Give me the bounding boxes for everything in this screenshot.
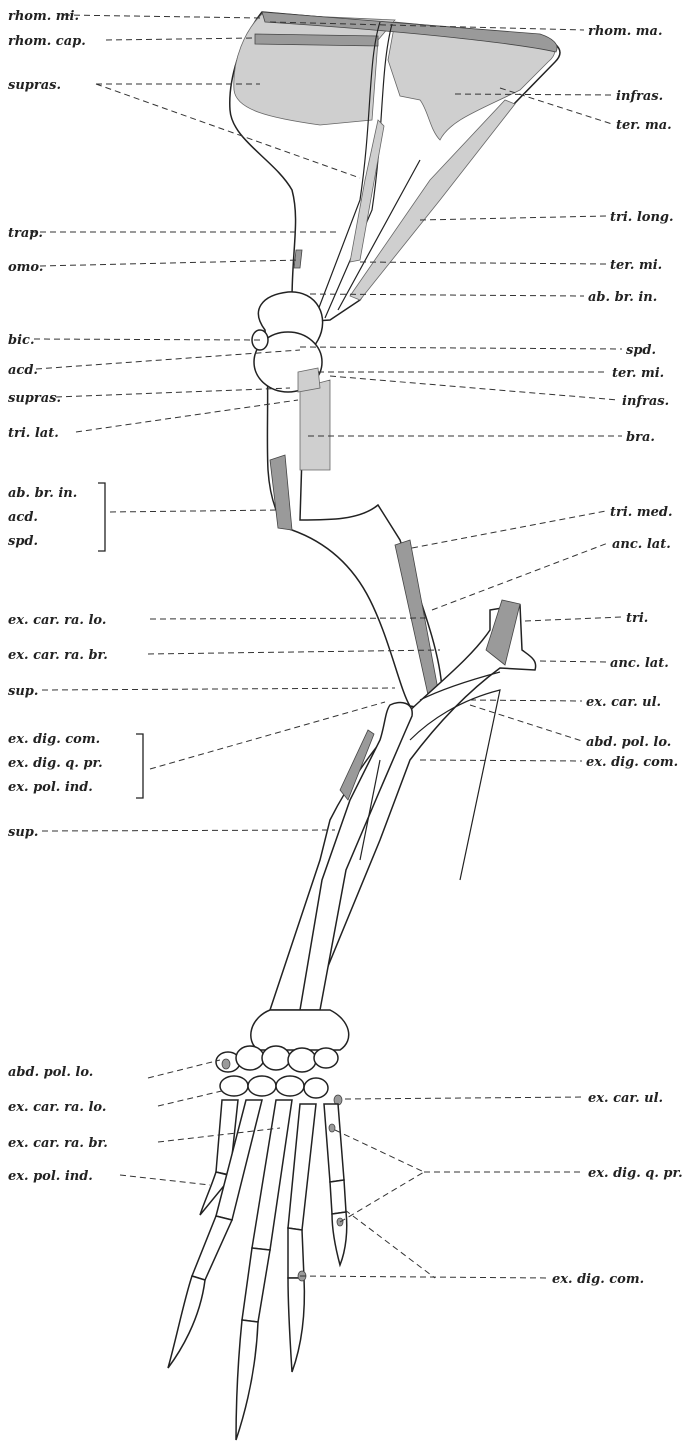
label-rhom-cap: rhom. cap.	[8, 34, 86, 49]
label-ter-ma: ter. ma.	[616, 118, 672, 133]
label-ex-dig-com: ex. dig. com.	[586, 755, 678, 770]
label-rhom-mi: rhom. mi.	[8, 9, 79, 24]
label-ex-car-ra-lo-2: ex. car. ra. lo.	[8, 1100, 106, 1115]
label-ex-car-ra-br-2: ex. car. ra. br.	[8, 1136, 108, 1151]
label-ex-car-ul-2: ex. car. ul.	[588, 1091, 663, 1106]
label-anc-lat: anc. lat.	[612, 537, 671, 552]
bracket-1	[98, 483, 105, 551]
label-group2-ex-pol-ind: ex. pol. ind.	[8, 780, 93, 795]
digit-4	[288, 1104, 316, 1372]
label-rhom-ma: rhom. ma.	[588, 24, 662, 39]
label-group2-ex-dig-q-pr: ex. dig. q. pr.	[8, 756, 103, 771]
label-infras: infras.	[616, 89, 663, 104]
label-tri-long: tri. long.	[610, 210, 674, 225]
label-group1-ab-br-in: ab. br. in.	[8, 486, 77, 501]
label-bra: bra.	[626, 430, 655, 445]
label-group2-ex-dig-com: ex. dig. com.	[8, 732, 100, 747]
label-acd: acd.	[8, 363, 38, 378]
forearm	[251, 600, 536, 1050]
label-anc-lat-2: anc. lat.	[610, 656, 669, 671]
label-group1-acd: acd.	[8, 510, 38, 525]
digit-5	[324, 1104, 347, 1265]
label-sup-2: sup.	[8, 825, 38, 840]
label-tri-lat: tri. lat.	[8, 426, 59, 441]
label-trap: trap.	[8, 226, 43, 241]
label-ex-car-ra-br: ex. car. ra. br.	[8, 648, 108, 663]
label-omo: omo.	[8, 260, 43, 275]
rhomboideus-capitis-attachment	[255, 34, 378, 46]
label-ex-car-ra-lo: ex. car. ra. lo.	[8, 613, 106, 628]
label-ex-dig-q-pr: ex. dig. q. pr.	[588, 1166, 683, 1181]
manus	[168, 1046, 347, 1440]
label-abd-pol-lo: abd. pol. lo.	[8, 1065, 93, 1080]
label-abd-pol-lo-r: abd. pol. lo.	[586, 735, 671, 750]
label-ter-mi-2: ter. mi.	[612, 366, 664, 381]
right-labels: rhom. ma. infras. ter. ma. tri. long. te…	[552, 24, 683, 1287]
label-infras-2: infras.	[622, 394, 669, 409]
label-bic: bic.	[8, 333, 34, 348]
label-ter-mi: ter. mi.	[610, 258, 662, 273]
label-sup: sup.	[8, 684, 38, 699]
label-spd: spd.	[626, 343, 656, 358]
label-tri-med: tri. med.	[610, 505, 673, 520]
humerus	[252, 292, 442, 708]
bracket-2	[136, 734, 143, 798]
label-ex-dig-com-2: ex. dig. com.	[552, 1272, 644, 1287]
left-labels: rhom. mi. rhom. cap. supras. trap. omo. …	[8, 9, 108, 1184]
label-supras-2: supras.	[8, 391, 61, 406]
supraspinatus-area	[234, 14, 395, 125]
label-ab-br-in: ab. br. in.	[588, 290, 657, 305]
label-tri: tri.	[626, 611, 648, 626]
scapula	[230, 12, 560, 322]
carpal-bones	[216, 1046, 342, 1105]
label-ex-car-ul: ex. car. ul.	[586, 695, 661, 710]
label-ex-pol-ind: ex. pol. ind.	[8, 1169, 93, 1184]
label-supras: supras.	[8, 78, 61, 93]
label-group1-spd: spd.	[8, 534, 38, 549]
